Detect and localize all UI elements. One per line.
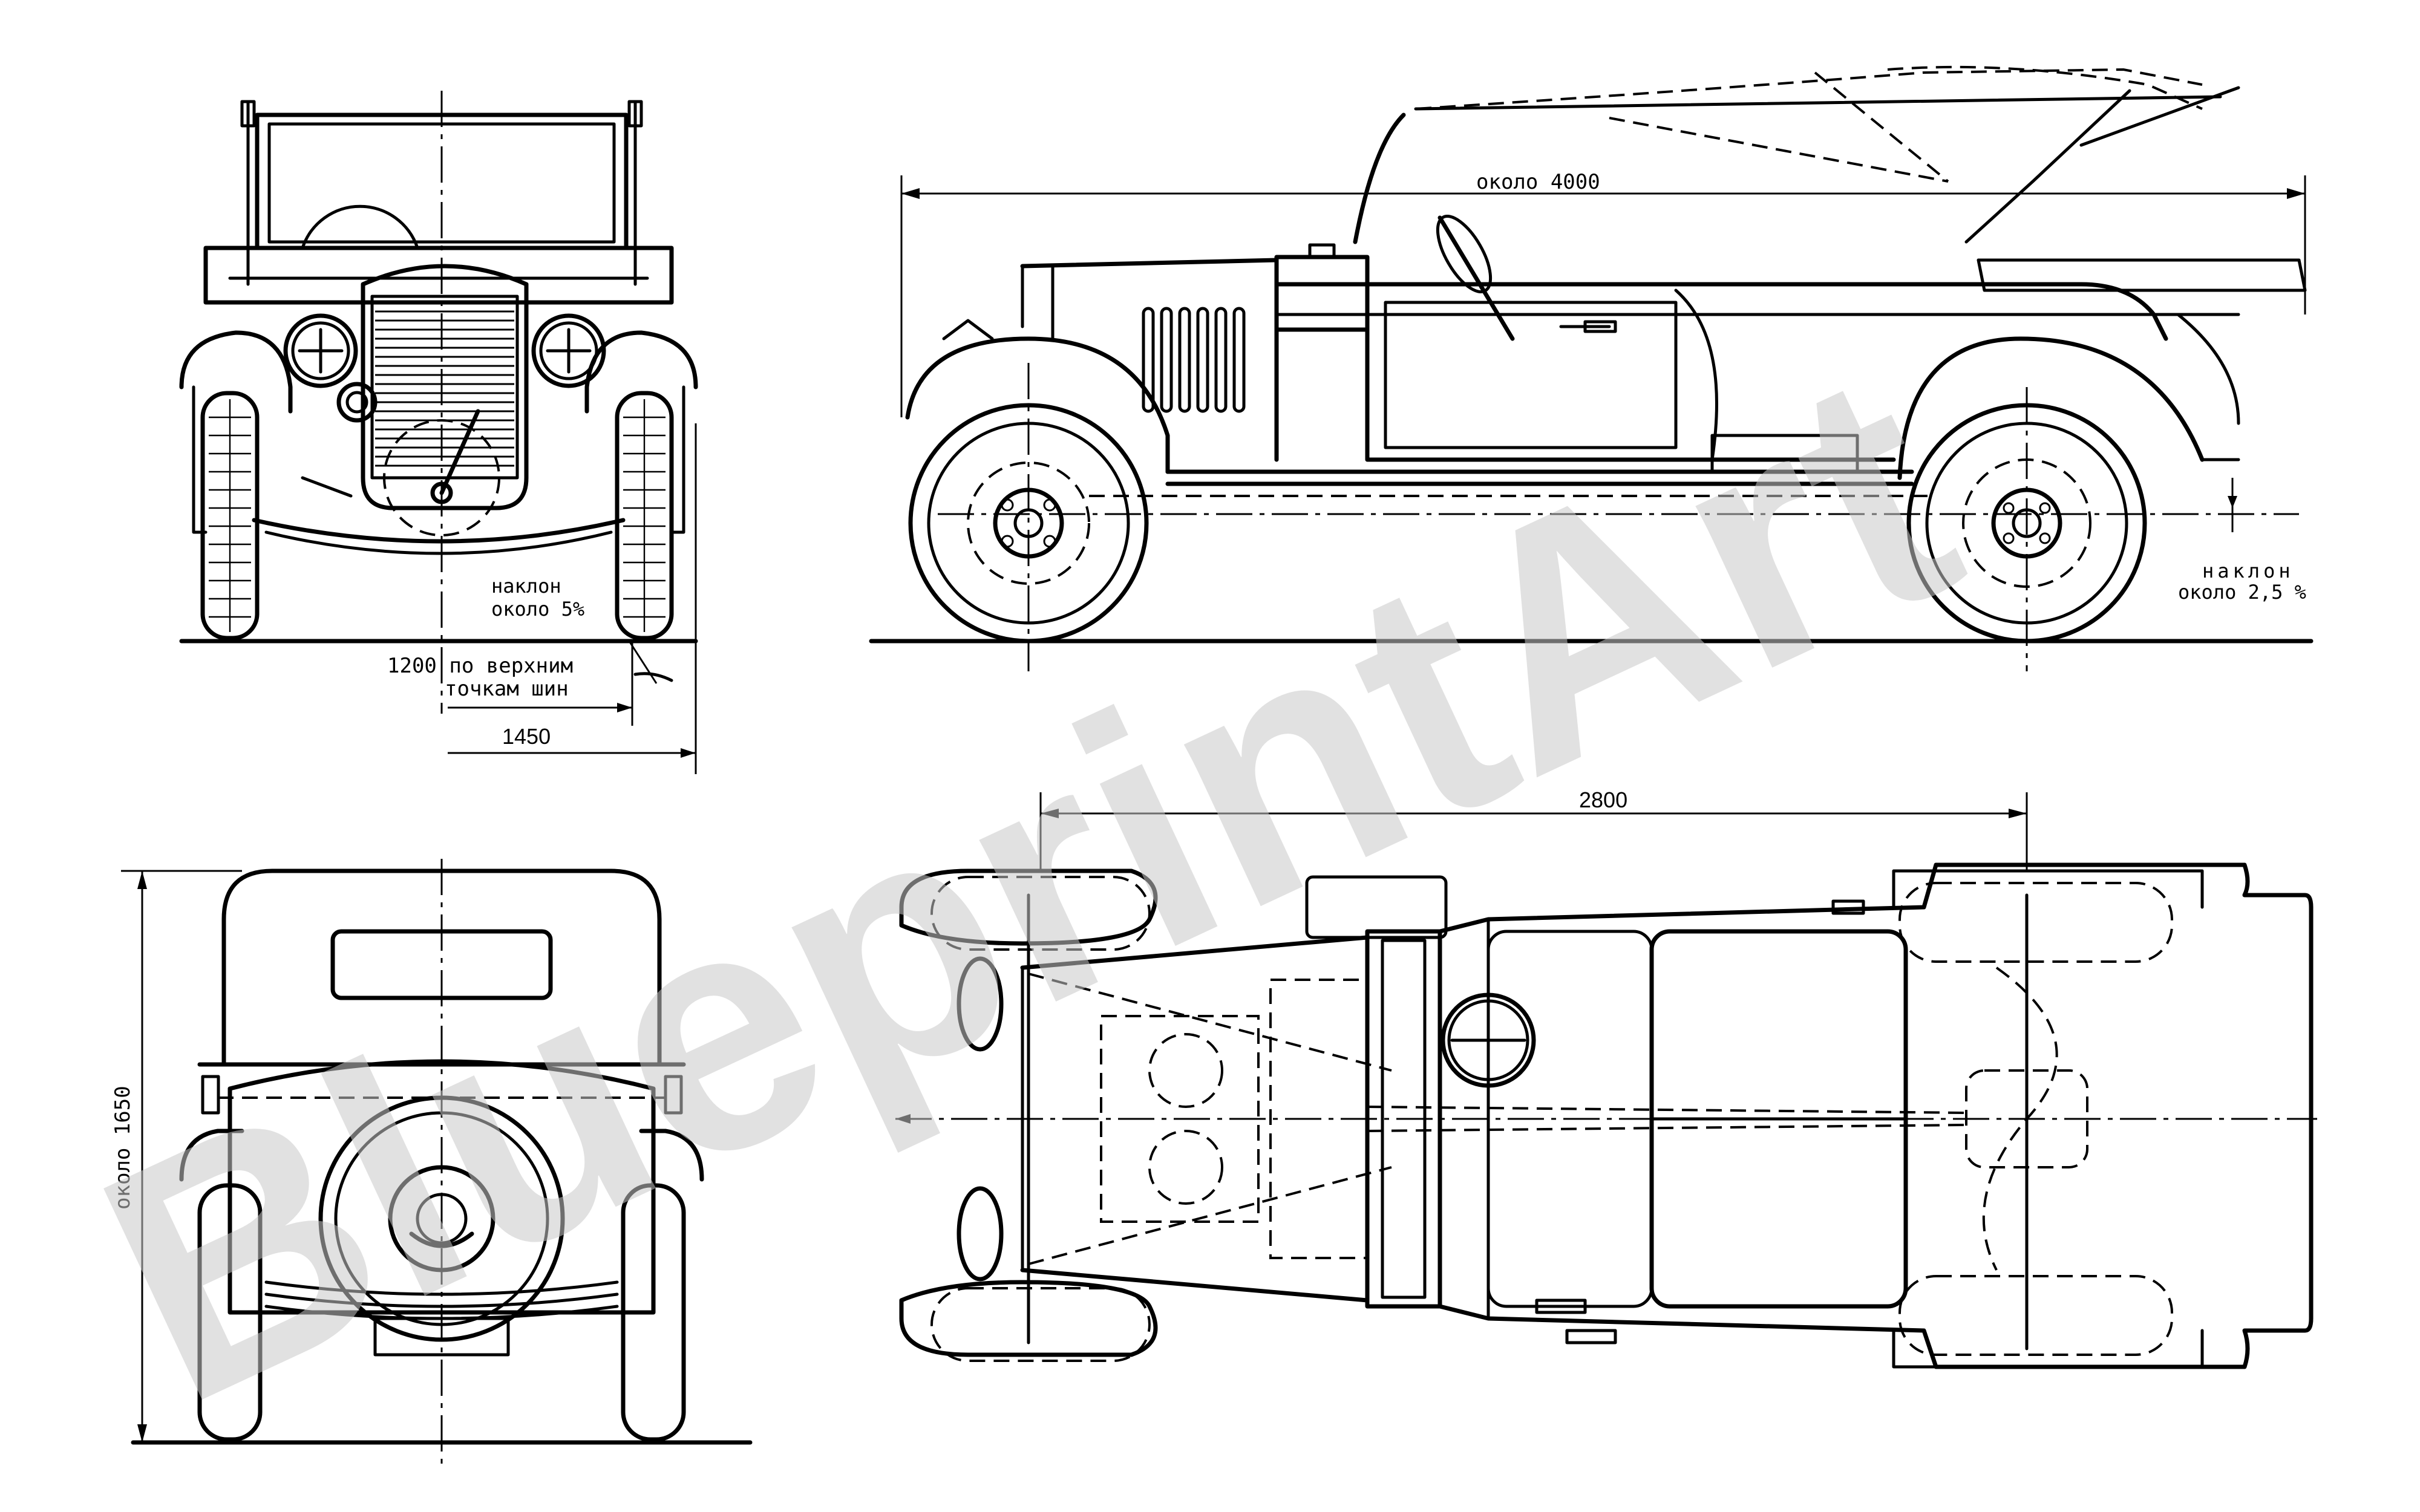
side-view: около 4000 <box>869 65 2314 671</box>
front-tilt-label-1: наклон <box>491 575 561 598</box>
rear-view: около 1650 <box>111 859 753 1464</box>
top-wheelbase-label: 2800 <box>1579 787 1627 812</box>
front-view: наклон около 5% 1200 по верхним точкам ш… <box>179 91 698 774</box>
front-tilt-label-2: около 5% <box>491 598 584 621</box>
side-length-label: около 4000 <box>1476 170 1600 194</box>
front-track-label-1: 1200 по верхним <box>387 654 573 678</box>
side-tilt-label-2: около 2,5 % <box>2178 581 2306 604</box>
top-view: 2800 <box>895 787 2317 1369</box>
rear-height-label: около 1650 <box>111 1086 135 1210</box>
front-track-label-2: точкам шин <box>445 677 569 701</box>
front-width-label: 1450 <box>502 724 551 749</box>
side-tilt-label-1: наклон <box>2202 559 2294 582</box>
